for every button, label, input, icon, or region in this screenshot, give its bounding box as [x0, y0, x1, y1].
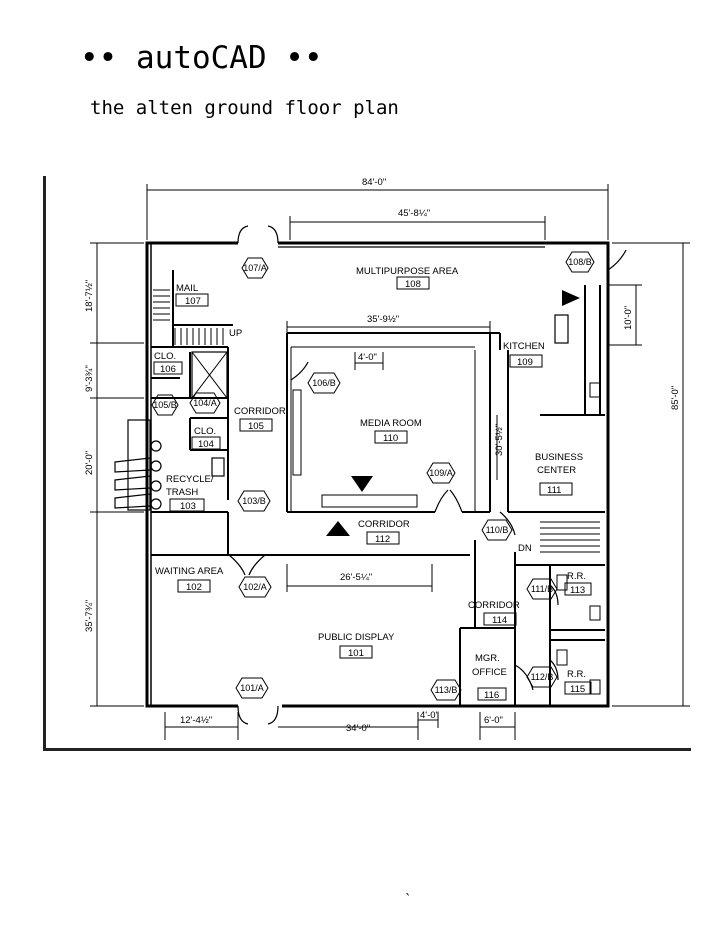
room-name-kitchen: KITCHEN [503, 341, 545, 352]
room-name-corridor-114: CORRIDOR [468, 600, 520, 611]
room-name-multipurpose: MULTIPURPOSE AREA [356, 266, 459, 277]
stair-up-label: UP [229, 328, 242, 339]
door-tag-hexagons [151, 251, 595, 701]
room-name-rr-113: R.R. [567, 571, 586, 582]
door-tag-105b: 105/B [153, 400, 177, 410]
door-tag-109a: 109/A [429, 468, 453, 478]
dim-left-3: 20'-0" [84, 451, 95, 475]
dim-bottom-right: 6'-0" [484, 715, 503, 726]
room-number-113: 113 [570, 585, 585, 596]
direction-triangles [326, 290, 580, 536]
door-tag-101a: 101/A [240, 683, 264, 693]
room-number-102: 102 [186, 582, 202, 593]
room-name-public-display: PUBLIC DISPLAY [318, 632, 395, 643]
room-name-waiting: WAITING AREA [155, 566, 224, 577]
room-number-101: 101 [348, 648, 364, 659]
room-number-103: 103 [180, 501, 196, 512]
dim-media-width: 35'-9½" [367, 314, 399, 325]
room-name-center: CENTER [537, 465, 576, 476]
door-tag-104a: 104/A [193, 398, 217, 408]
dim-left-1: 18'-7½" [84, 280, 95, 312]
room-name-clo-106: CLO. [154, 351, 176, 362]
stairs [153, 289, 600, 553]
room-labels: MAIL 107 MULTIPURPOSE AREA 108 CLO. 106 … [154, 266, 586, 701]
door-tag-108b: 108/B [568, 257, 592, 267]
room-name-recycle: RECYCLE/ [166, 474, 214, 485]
room-number-boxes [153, 276, 592, 701]
room-number-104: 104 [198, 439, 214, 450]
door-tag-113b: 113/B [435, 685, 458, 695]
interior-walls [151, 270, 605, 706]
door-tag-labels: 107/A 108/B 106/B 105/B 104/A 109/A 103/… [153, 257, 592, 695]
entry-doors [228, 225, 627, 725]
room-number-108: 108 [405, 279, 421, 290]
dim-public-width: 26'-5¼" [340, 572, 372, 583]
dim-top-overall: 84'-0" [362, 177, 386, 188]
page-title: •• autoCAD •• [80, 40, 323, 76]
door-tag-112b: 112/B [531, 672, 554, 682]
room-name-rr-115: R.R. [567, 669, 586, 680]
dim-media-small: 4'-0" [358, 352, 377, 363]
dimension-labels: 84'-0" 45'-8¼" 35'-9½" 4'-0" 26'-5¼" 12'… [84, 177, 681, 734]
door-tag-103b: 103/B [242, 496, 266, 506]
room-name-corridor-112: CORRIDOR [358, 519, 410, 530]
room-name-trash: TRASH [166, 487, 198, 498]
dimension-lines [90, 184, 690, 740]
plan-frame-left-edge [43, 176, 46, 750]
room-name-office: OFFICE [472, 667, 507, 678]
room-name-corridor-105: CORRIDOR [234, 406, 286, 417]
exterior-units [114, 419, 225, 511]
dim-top-inner: 45'-8¼" [398, 208, 430, 219]
door-tag-106b: 106/B [312, 378, 336, 388]
exterior-walls [145, 241, 610, 708]
footer-mark: ` [405, 893, 412, 908]
room-number-105: 105 [248, 421, 264, 432]
room-number-110: 110 [383, 433, 398, 444]
room-name-mail: MAIL [176, 283, 198, 294]
dim-left-2: 9'-3¾" [84, 365, 95, 392]
door-tag-111b: 111/B [531, 584, 553, 594]
room-name-mgr: MGR. [475, 653, 500, 664]
stair-down-label: DN [518, 543, 532, 554]
room-number-106: 106 [160, 364, 176, 375]
door-tag-110b: 110/B [486, 525, 509, 535]
room-number-116: 116 [484, 690, 499, 701]
room-number-109: 109 [517, 357, 533, 368]
room-number-112: 112 [375, 534, 390, 545]
dim-left-4: 35'-7¾" [84, 600, 95, 632]
dim-bottom-small: 4'-0" [420, 710, 439, 721]
page-subtitle: the alten ground floor plan [90, 97, 399, 119]
dim-bottom-left: 12'-4½" [180, 715, 212, 726]
room-number-114: 114 [492, 615, 507, 626]
room-number-107: 107 [185, 296, 201, 307]
room-name-business: BUSINESS [535, 452, 583, 463]
dim-right-small: 10'-0" [623, 306, 634, 330]
dim-media-height: 30'-5½" [494, 424, 505, 456]
room-number-111: 111 [547, 485, 561, 496]
plan-frame-bottom-edge [43, 748, 691, 751]
door-tag-102a: 102/A [243, 582, 267, 592]
door-tag-107a: 107/A [243, 263, 267, 273]
room-number-115: 115 [570, 684, 585, 695]
room-name-media: MEDIA ROOM [360, 418, 422, 429]
dim-bottom-mid: 34'-0" [346, 723, 370, 734]
dim-right-overall: 85'-0" [670, 386, 681, 410]
room-name-clo-104: CLO. [194, 426, 216, 437]
